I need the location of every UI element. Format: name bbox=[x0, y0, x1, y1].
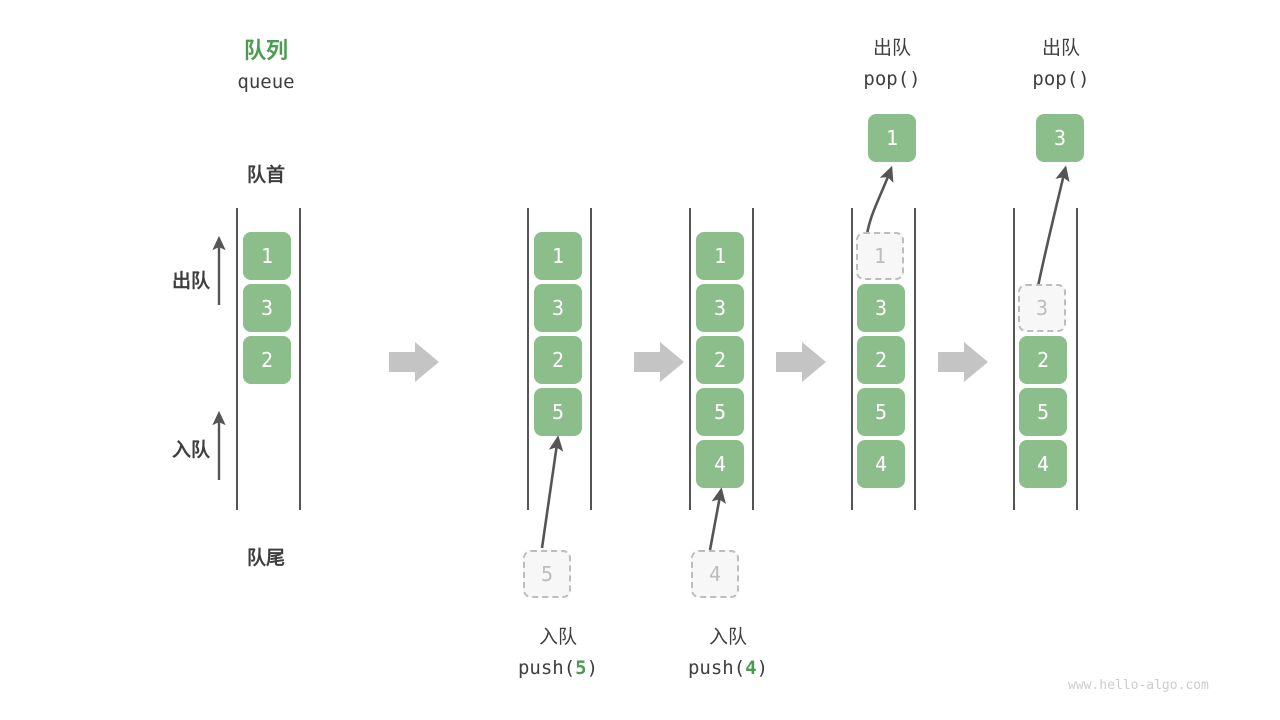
popped-ghost-cell: 1 bbox=[856, 232, 904, 280]
step-arrow-icon bbox=[634, 342, 684, 382]
queue-rail-left bbox=[689, 208, 691, 510]
queue-cell: 1 bbox=[243, 232, 291, 280]
step-arrow-icon bbox=[938, 342, 988, 382]
queue-rail-left bbox=[851, 208, 853, 510]
queue-cell: 1 bbox=[696, 232, 744, 280]
push-op-label-cn: 入队 bbox=[708, 627, 747, 648]
queue-cell: 4 bbox=[1019, 440, 1067, 488]
popped-value-cell: 3 bbox=[1036, 114, 1084, 162]
push-op-label-code: push(4) bbox=[648, 657, 808, 679]
queue-cell: 2 bbox=[243, 336, 291, 384]
incoming-value-ghost: 5 bbox=[523, 550, 571, 598]
queue-rail-right bbox=[914, 208, 916, 510]
queue-rail-right bbox=[1076, 208, 1078, 510]
queue-rail-left bbox=[236, 208, 238, 510]
queue-cell: 1 bbox=[534, 232, 582, 280]
queue-cell: 3 bbox=[534, 284, 582, 332]
popped-value-cell: 1 bbox=[868, 114, 916, 162]
push-op-prefix: push( bbox=[517, 657, 576, 679]
queue-rail-right bbox=[299, 208, 301, 510]
rear-label: 队尾 bbox=[246, 548, 285, 569]
push-op-label-code: push(5) bbox=[478, 657, 638, 679]
push-op-value: 5 bbox=[575, 657, 587, 679]
queue-rail-right bbox=[590, 208, 592, 510]
queue-rail-right bbox=[752, 208, 754, 510]
push-op-suffix: ) bbox=[756, 657, 769, 679]
enqueue-direction-arrow-icon bbox=[212, 410, 226, 480]
popped-ghost-cell: 3 bbox=[1018, 284, 1066, 332]
pop-op-label-code: pop() bbox=[812, 68, 972, 90]
push-op-value: 4 bbox=[745, 657, 757, 679]
pop-op-label-cn: 出队 bbox=[1041, 38, 1080, 59]
watermark: www.hello-algo.com bbox=[1068, 678, 1209, 693]
queue-cell: 5 bbox=[534, 388, 582, 436]
push-op-suffix: ) bbox=[586, 657, 599, 679]
dequeue-direction-arrow-icon bbox=[212, 235, 226, 305]
push-op-prefix: push( bbox=[687, 657, 746, 679]
queue-cell: 2 bbox=[696, 336, 744, 384]
pop-op-label-cn: 出队 bbox=[872, 38, 911, 59]
queue-cell: 4 bbox=[696, 440, 744, 488]
dequeue-axis-label: 出队 bbox=[171, 271, 210, 292]
pop-op-prefix: pop( bbox=[1032, 68, 1079, 90]
diagram-title-en: queue bbox=[237, 71, 295, 93]
push-arrow-icon bbox=[708, 487, 726, 551]
queue-cell: 2 bbox=[1019, 336, 1067, 384]
step-arrow-icon bbox=[776, 342, 826, 382]
queue-cell: 2 bbox=[534, 336, 582, 384]
incoming-value-ghost: 4 bbox=[691, 550, 739, 598]
pop-op-label-code: pop() bbox=[981, 68, 1141, 90]
push-arrow-icon bbox=[540, 435, 564, 549]
queue-rail-left bbox=[527, 208, 529, 510]
queue-cell: 3 bbox=[857, 284, 905, 332]
queue-cell: 5 bbox=[857, 388, 905, 436]
queue-cell: 4 bbox=[857, 440, 905, 488]
queue-cell: 3 bbox=[696, 284, 744, 332]
queue-cell: 3 bbox=[243, 284, 291, 332]
enqueue-axis-label: 入队 bbox=[171, 440, 210, 461]
push-op-label-cn: 入队 bbox=[538, 627, 577, 648]
queue-cell: 2 bbox=[857, 336, 905, 384]
queue-cell: 5 bbox=[1019, 388, 1067, 436]
pop-op-suffix: ) bbox=[909, 68, 921, 90]
queue-rail-left bbox=[1013, 208, 1015, 510]
pop-arrow-icon bbox=[1034, 165, 1070, 297]
diagram-title-cn: 队列 bbox=[243, 38, 288, 63]
pop-op-suffix: ) bbox=[1078, 68, 1090, 90]
queue-cell: 5 bbox=[696, 388, 744, 436]
step-arrow-icon bbox=[389, 342, 439, 382]
front-label: 队首 bbox=[246, 165, 285, 186]
pop-op-prefix: pop( bbox=[863, 68, 910, 90]
